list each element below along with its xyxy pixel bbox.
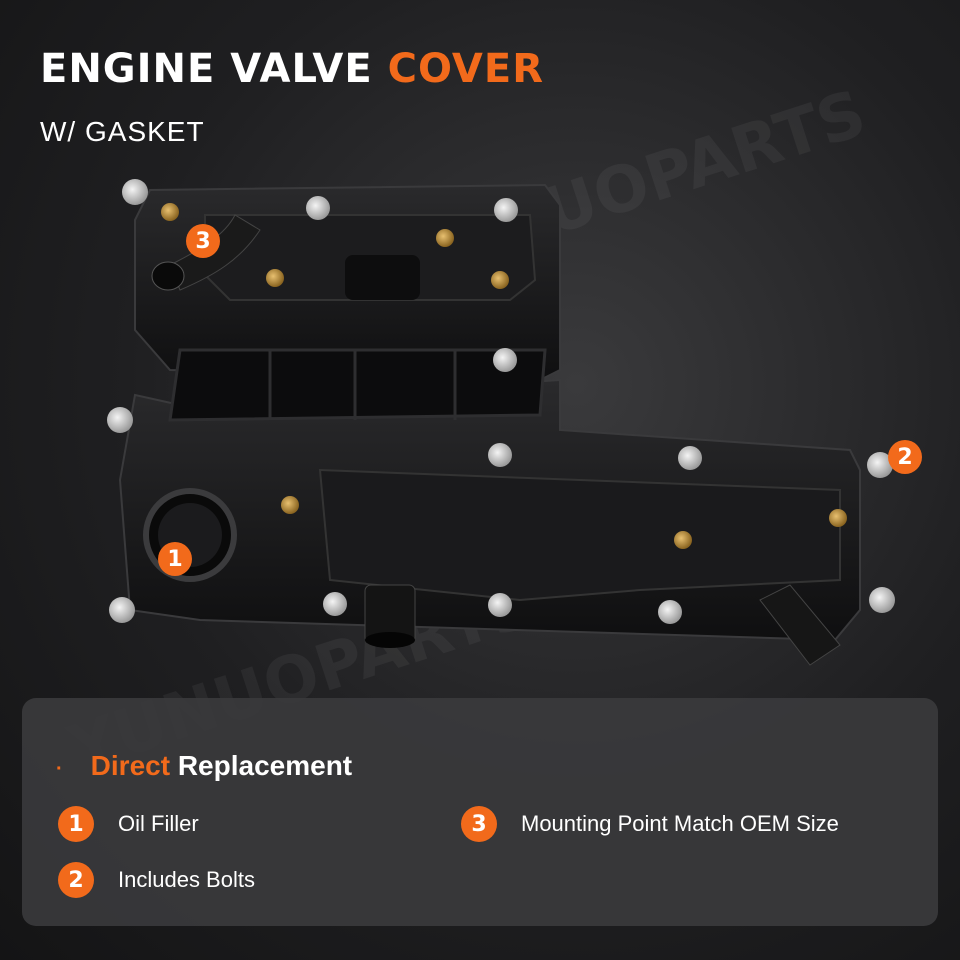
feature-item-oil-filler: 1 Oil Filler <box>58 806 199 842</box>
title-accent: COVER <box>387 46 545 92</box>
bolts <box>107 179 895 624</box>
heading-rest: Replacement <box>170 750 353 781</box>
heading-accent: Direct <box>90 750 171 781</box>
feature-label: Mounting Point Match OEM Size <box>521 811 839 836</box>
page-title: ENGINE VALVE COVER <box>40 46 544 92</box>
outlet-pipe <box>364 584 416 648</box>
callout-badge-3: 3 <box>186 224 220 258</box>
feature-label: Includes Bolts <box>118 867 255 892</box>
feature-number: 1 <box>58 806 94 842</box>
side-pipe <box>759 584 841 666</box>
panel-heading: · Direct Replacement <box>56 750 352 782</box>
page-subtitle: W/ GASKET <box>40 116 205 147</box>
valve-cover-illustration <box>107 179 895 666</box>
feature-number: 2 <box>58 862 94 898</box>
feature-number: 3 <box>461 806 497 842</box>
feature-item-mounting-point: 3 Mounting Point Match OEM Size <box>461 806 839 842</box>
feature-item-includes-bolts: 2 Includes Bolts <box>58 862 255 898</box>
bullet-dot: · <box>56 758 63 780</box>
callout-badge-1: 1 <box>158 542 192 576</box>
brass-inserts <box>161 203 847 549</box>
callout-badge-2: 2 <box>888 440 922 474</box>
title-main: ENGINE VALVE <box>40 46 388 92</box>
feature-label: Oil Filler <box>118 811 199 836</box>
